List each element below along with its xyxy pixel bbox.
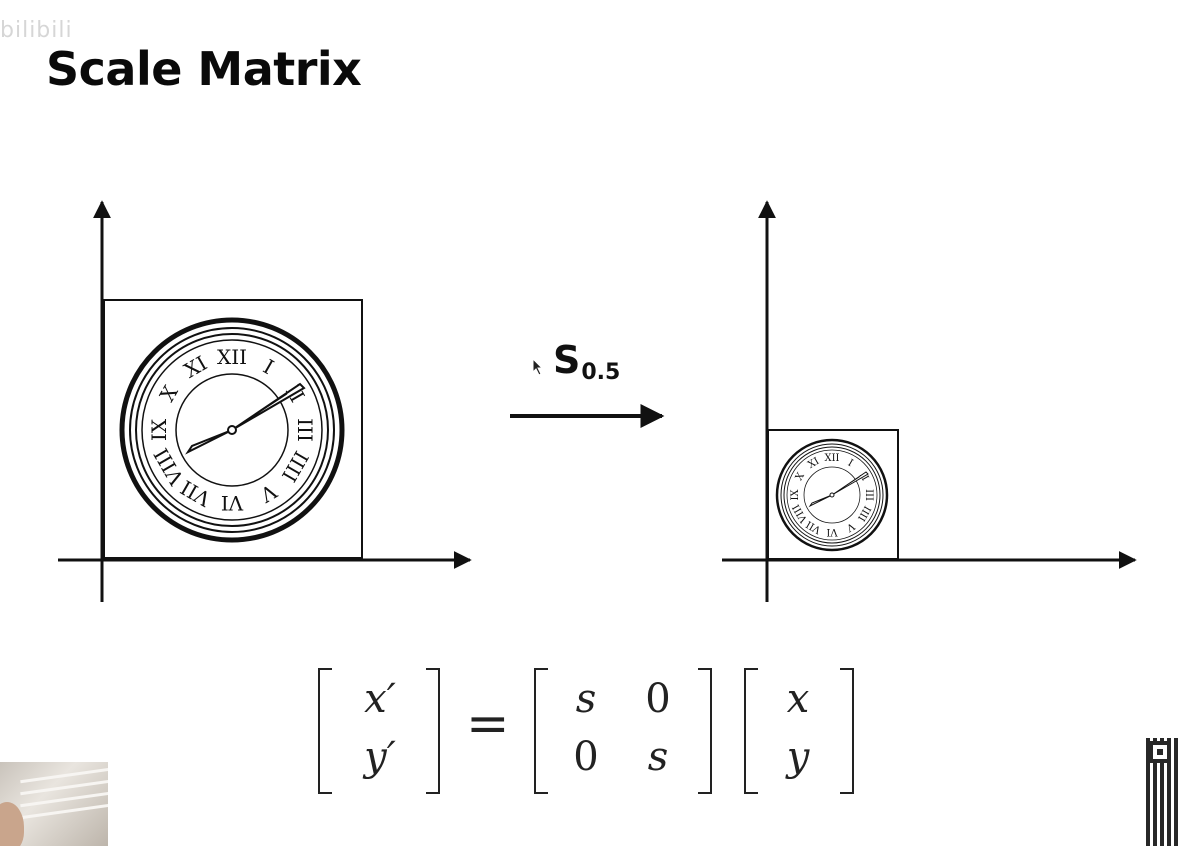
original-square xyxy=(103,299,363,559)
clock-icon: XIIIIIIIIIIIIVVIVIIVIIIIXXXI xyxy=(775,438,889,552)
svg-text:XI: XI xyxy=(806,456,821,471)
scale-matrix: s 0 0 s xyxy=(534,668,712,794)
rhs-y: y xyxy=(786,734,810,780)
lhs-vector: x′ y′ xyxy=(318,668,440,794)
scale-equation: x′ y′ = s 0 0 s x y xyxy=(318,668,858,794)
matrix-cell: s xyxy=(575,676,597,722)
scale-subscript: 0.5 xyxy=(581,360,621,385)
qr-code-icon xyxy=(1146,738,1180,846)
right-axes xyxy=(722,200,1137,602)
clock-icon: XIIIIIIIIIIIIVVIVIIVIIIIXXXI xyxy=(119,317,345,543)
svg-text:IX: IX xyxy=(147,418,171,441)
svg-text:I: I xyxy=(846,458,855,470)
slide-title: Scale Matrix xyxy=(46,42,362,96)
scaled-square xyxy=(767,429,899,560)
matrix-cell: 0 xyxy=(645,676,671,722)
matrix-cell: s xyxy=(647,734,669,780)
svg-text:XII: XII xyxy=(217,345,247,369)
svg-text:III: III xyxy=(863,489,874,501)
equals-sign: = xyxy=(466,694,510,754)
svg-text:IX: IX xyxy=(790,489,801,501)
scale-symbol: S xyxy=(553,338,581,382)
svg-text:XII: XII xyxy=(824,453,839,464)
scale-transform-label: S0.5 xyxy=(553,338,621,385)
svg-text:III: III xyxy=(293,418,317,442)
cursor-icon xyxy=(532,358,544,376)
rhs-vector: x y xyxy=(744,668,854,794)
watermark: bilibili xyxy=(0,18,73,43)
svg-text:VI: VI xyxy=(221,491,244,515)
rhs-x: x xyxy=(786,676,810,722)
svg-text:VI: VI xyxy=(826,526,838,537)
presenter-video-thumbnail xyxy=(0,762,108,846)
matrix-cell: 0 xyxy=(573,734,599,780)
lhs-x-prime: x′ xyxy=(364,676,396,722)
lhs-y-prime: y′ xyxy=(364,734,396,780)
left-axes xyxy=(58,200,472,602)
